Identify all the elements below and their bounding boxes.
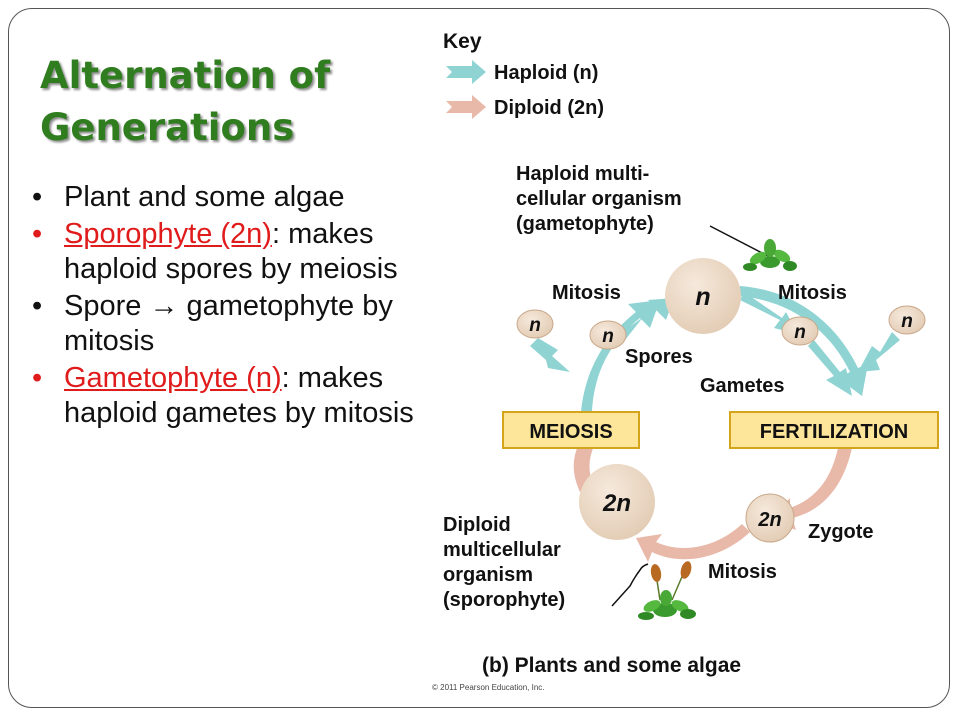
gametophyte-plant-icon: [743, 239, 797, 271]
gamete-centre-arrow: [808, 340, 852, 396]
meiosis-label: MEIOSIS: [529, 421, 612, 443]
spore-left-arrow: [530, 338, 570, 372]
gametophyte-label-line-1: Haploid multi-: [516, 163, 649, 185]
gamete-cell-centre: [781, 316, 819, 346]
life-cycle-diagram: Key Haploid (n) Diploid (2n) Haploid mul…: [443, 30, 939, 677]
spore-cell-centre-label: n: [602, 326, 614, 347]
zygote-cell: [745, 493, 795, 543]
bullet-highlight: Gametophyte (n): [64, 362, 282, 394]
gametophyte-label-line-2: cellular organism: [516, 188, 682, 210]
gametophyte-pointer-line: [709, 225, 769, 257]
gamete-cell-right: [888, 305, 926, 335]
mitosis-left-label: Mitosis: [552, 282, 621, 304]
diploid-key-arrow-icon: [446, 95, 486, 119]
gamete-right-arrow: [858, 332, 900, 372]
sporophyte-label-line-4: (sporophyte): [443, 589, 565, 611]
bullet-text: Spore → gametophyte by mitosis: [64, 290, 393, 357]
title-line-2: Generations: [40, 106, 295, 149]
diploid-sporophyte-cell: [579, 464, 655, 540]
haploid-key-arrow-icon: [446, 60, 486, 84]
bullet-item: •Sporophyte (2n): makes haploid spores b…: [32, 218, 398, 285]
spore-cell-left-label: n: [529, 315, 541, 336]
bullet-rest: : makes haploid gametes by mitosis: [64, 362, 414, 429]
bullet-list: •Plant and some algae •Sporophyte (2n): …: [30, 180, 440, 433]
diagram-caption: (b) Plants and some algae: [482, 654, 741, 677]
spores-label: Spores: [625, 346, 693, 368]
sporophyte-label-line-2: multicellular: [443, 539, 561, 561]
sporophyte-label-line-1: Diploid: [443, 514, 511, 536]
fertilization-label: FERTILIZATION: [760, 421, 909, 443]
gamete-cell-centre-label: n: [794, 322, 806, 343]
haploid-gametophyte-cell: [665, 258, 741, 334]
title-line-1: Alternation of: [40, 54, 331, 97]
bullet-text: Plant and some algae: [64, 181, 345, 213]
fertilization-box: [729, 411, 939, 449]
mitosis-right-label: Mitosis: [778, 282, 847, 304]
gametophyte-label-line-3: (gametophyte): [516, 213, 654, 235]
bullet-rest: : makes haploid spores by meiosis: [64, 218, 398, 285]
sporophyte-cell-label: 2n: [602, 490, 631, 517]
gametes-label: Gametes: [700, 375, 785, 397]
key-haploid-label: Haploid (n): [494, 62, 598, 84]
gamete-cell-right-label: n: [901, 311, 913, 332]
mitosis-bottom-label: Mitosis: [708, 561, 777, 583]
sporophyte-bracket: [611, 563, 649, 607]
bullet-item: •Gametophyte (n): makes haploid gametes …: [32, 362, 414, 429]
spore-cell-left: [516, 309, 554, 339]
slide-title: Alternation of Generations: [40, 50, 420, 154]
bullet-highlight: Sporophyte (2n): [64, 218, 272, 250]
bullet-item: •Plant and some algae: [32, 181, 345, 213]
diploid-cycle-arc-bottom: [636, 524, 750, 562]
key-diploid-label: Diploid (2n): [494, 97, 604, 119]
spore-cell-centre: [589, 320, 627, 350]
meiosis-box: [502, 411, 640, 449]
slide-frame: [8, 8, 950, 708]
bullet-item: •Spore → gametophyte by mitosis: [32, 290, 393, 357]
gametophyte-cell-label: n: [695, 283, 710, 311]
zygote-cell-label: 2n: [757, 509, 781, 531]
copyright-notice: © 2011 Pearson Education, Inc.: [432, 683, 545, 692]
sporophyte-plant-icon: [638, 561, 696, 620]
mitosis-left-arrow: [618, 298, 674, 340]
key-title: Key: [443, 30, 482, 53]
mitosis-right-arrow: [740, 292, 798, 334]
zygote-label: Zygote: [808, 521, 874, 543]
sporophyte-label-line-3: organism: [443, 564, 533, 586]
